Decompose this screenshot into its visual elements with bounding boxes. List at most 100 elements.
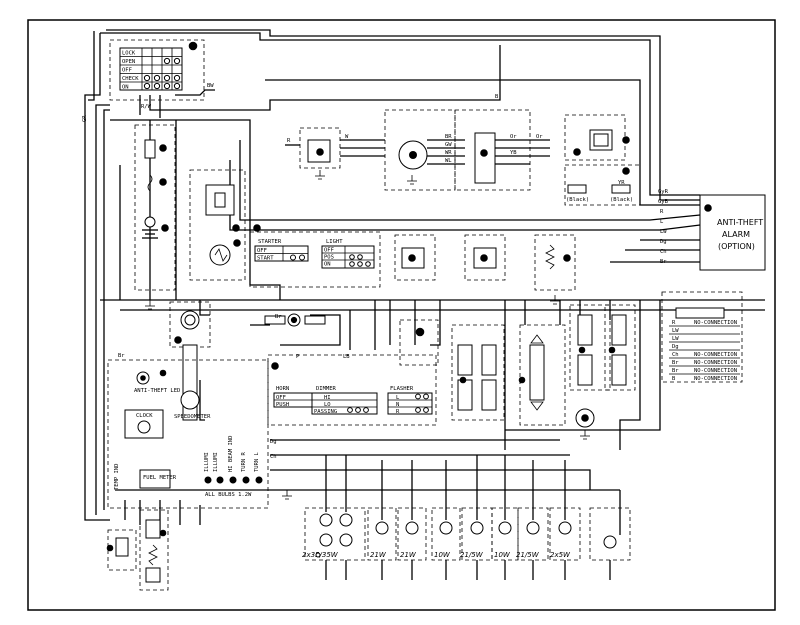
wire-label-gr: GR bbox=[82, 115, 88, 122]
callout-ignition-unit bbox=[622, 136, 630, 144]
charging-group bbox=[285, 109, 550, 191]
legend-code-0: R bbox=[672, 320, 676, 326]
legend-code-6: Br bbox=[672, 368, 679, 374]
main-switch-row-on: ON bbox=[122, 85, 129, 91]
legend-code-4: Ch bbox=[672, 352, 679, 358]
lamp-r7 bbox=[558, 521, 572, 535]
main-switch-row-open: OPEN bbox=[122, 59, 135, 65]
wire-label-l-alarm: L bbox=[660, 219, 664, 225]
fuel-meter-label: FUEL METER bbox=[143, 475, 177, 481]
main-switch-row-lock: LOCK bbox=[122, 51, 136, 57]
legend-note-4: NO-CONNECTION bbox=[694, 352, 737, 358]
wire-label-ch-alarm: Ch bbox=[660, 249, 667, 255]
wire-label-gyr: GyR bbox=[658, 189, 669, 195]
meter-assembly: ANTI-THEFT LED CLOCK SPEEDOMETER FUEL ME… bbox=[107, 359, 269, 509]
fuse-blocks bbox=[399, 304, 636, 428]
wire-label-lw-alarm: LW bbox=[660, 229, 667, 235]
turn-r-label: TURN R bbox=[241, 451, 247, 472]
wire-label-or: Or bbox=[510, 134, 517, 140]
wire-label-p: P bbox=[296, 354, 300, 360]
horn-title: HORN bbox=[276, 386, 289, 392]
callout-led bbox=[159, 369, 167, 377]
callout-rectifier bbox=[316, 148, 324, 156]
ground-icon bbox=[145, 170, 590, 500]
callout-alarm bbox=[704, 204, 712, 212]
lamp-r1 bbox=[375, 521, 389, 535]
callout-horn bbox=[415, 327, 425, 337]
wire-labels: GR R/W BW B R W BR GW WR WL Or YB Or YR … bbox=[82, 83, 669, 460]
hi-beam-ind-label: HI BEAM IND bbox=[228, 436, 234, 472]
lamp-row: 2x35/35W 21W 21W 10W 21/5W 10W 21/5W 2x5… bbox=[302, 455, 631, 580]
horn-row-off: OFF bbox=[276, 395, 286, 401]
wire-label-gyb: GyB bbox=[658, 199, 669, 205]
light-title: LIGHT bbox=[326, 239, 343, 245]
clock-label: CLOCK bbox=[136, 413, 153, 419]
diagram-frame bbox=[27, 19, 776, 611]
callout-starter-switch bbox=[253, 224, 261, 232]
wire-label-br-fuse: Br bbox=[275, 314, 282, 320]
starter-row-off: OFF bbox=[257, 248, 267, 254]
callout-pickup bbox=[480, 149, 488, 157]
callout-fuse-2 bbox=[159, 178, 167, 186]
wire-label-rw: R/W bbox=[141, 104, 152, 110]
light-row-off: OFF bbox=[324, 248, 334, 254]
handlebar-switch-left: HORN OFF PUSH DIMMER HI LO PASSING FLASH… bbox=[267, 354, 437, 426]
lamp-r3 bbox=[439, 521, 453, 535]
sender-group bbox=[106, 509, 169, 591]
callout-starter-motor bbox=[233, 239, 241, 247]
wire-label-or-2: Or bbox=[536, 134, 543, 140]
wire-label-r: R bbox=[287, 138, 291, 144]
dimmer-row-passing: PASSING bbox=[314, 409, 337, 415]
speedometer-icon bbox=[180, 390, 200, 410]
alarm-label-3: (OPTION) bbox=[718, 242, 755, 251]
option-connector-legend: R NO-CONNECTION LW LW Dg Ch NO-CONNECTIO… bbox=[661, 291, 743, 383]
callout-connector bbox=[622, 167, 630, 175]
connector-black-2-label: (Black) bbox=[610, 197, 633, 203]
callout-fuse bbox=[159, 144, 167, 152]
motor-icon bbox=[209, 244, 231, 266]
pickup-coil bbox=[474, 132, 496, 184]
speedometer-label: SPEEDOMETER bbox=[174, 414, 211, 420]
ignition-group: (Black) (Black) bbox=[564, 114, 641, 206]
dimmer-title: DIMMER bbox=[316, 386, 337, 392]
flasher-row-r: R bbox=[396, 409, 400, 415]
callout-resistor bbox=[563, 254, 571, 262]
battery-icon bbox=[144, 216, 156, 228]
main-switch: LOCK OPEN OFF CHECK ON bbox=[109, 39, 205, 101]
wire-label-ch: Ch bbox=[270, 454, 277, 460]
rating-r6: 21/5W bbox=[516, 551, 540, 559]
connector-black-2 bbox=[611, 184, 631, 194]
wire-label-br-alarm: Br bbox=[660, 259, 667, 265]
rating-r2: 21W bbox=[400, 551, 417, 559]
wire-label-br-led: Br bbox=[118, 353, 125, 359]
callout-left-switch bbox=[271, 362, 279, 370]
callout-battery bbox=[161, 224, 169, 232]
wire-label-gw: GW bbox=[445, 142, 452, 148]
legend-code-2: LW bbox=[672, 336, 679, 342]
legend-code-1: LW bbox=[672, 328, 679, 334]
dimmer-row-hi: HI bbox=[324, 395, 331, 401]
legend-code-5: Br bbox=[672, 360, 679, 366]
illumi-1-label: ILLUMI bbox=[204, 452, 210, 472]
rating-r3: 10W bbox=[434, 551, 451, 559]
rating-r5: 10W bbox=[494, 551, 511, 559]
wire-label-wl: WL bbox=[445, 158, 452, 164]
legend-code-7: B bbox=[672, 376, 676, 382]
headlight-lamp-1 bbox=[319, 513, 333, 527]
flasher-row-n: N bbox=[396, 402, 399, 408]
horn-row-push: PUSH bbox=[276, 402, 289, 408]
relay-group bbox=[394, 234, 576, 291]
wire-label-yr: YR bbox=[618, 180, 625, 186]
legend-note-0: NO-CONNECTION bbox=[694, 320, 737, 326]
rating-r4: 21/5W bbox=[460, 551, 484, 559]
alarm-label-2: ALARM bbox=[722, 230, 750, 239]
anti-theft-alarm: ANTI-THEFT ALARM (OPTION) bbox=[699, 194, 766, 271]
wire-label-dg-alarm: Dg bbox=[660, 239, 667, 245]
turn-l-label: TURN L bbox=[254, 451, 260, 472]
wire-label-yb: YB bbox=[510, 150, 517, 156]
main-switch-table: LOCK OPEN OFF CHECK ON bbox=[120, 48, 182, 91]
illumi-2-label: ILLUMI bbox=[213, 452, 219, 472]
main-fuse bbox=[144, 139, 156, 159]
starter-row-start: START bbox=[257, 256, 274, 262]
dimmer-row-lo: LO bbox=[324, 402, 331, 408]
